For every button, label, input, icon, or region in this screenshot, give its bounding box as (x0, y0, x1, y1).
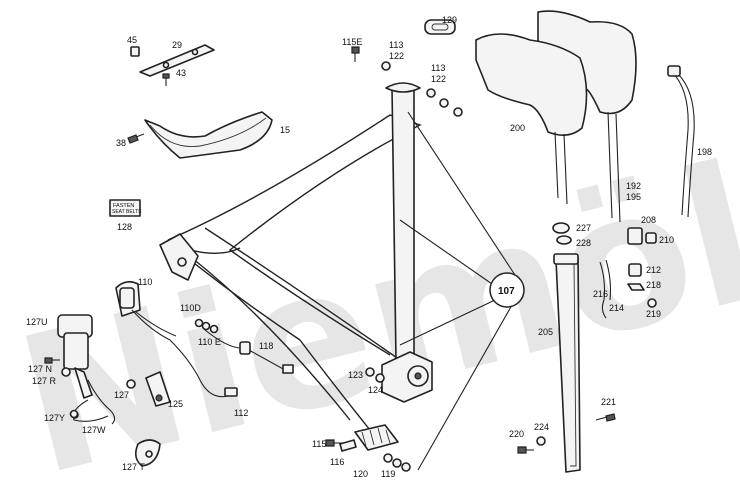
part-cover-129[interactable] (424, 19, 456, 35)
part-trim-cover[interactable] (144, 111, 273, 159)
part-screw-220[interactable] (517, 436, 546, 454)
label-115: 115 (312, 439, 326, 449)
part-screw-127n[interactable] (44, 357, 60, 364)
label-112: 112 (234, 408, 248, 418)
label-15: 15 (280, 125, 290, 135)
label-214: 214 (609, 303, 624, 313)
label-110d: 110D (180, 303, 201, 313)
part-washer-127r[interactable] (61, 367, 71, 377)
label-127w: 127W (82, 425, 106, 435)
label-127y: 127Y (44, 413, 65, 423)
part-screw-small[interactable] (162, 73, 170, 86)
label-118: 118 (259, 341, 273, 351)
label-38: 38 (116, 138, 126, 148)
part-spacer-116[interactable] (339, 439, 357, 452)
belt-retractor[interactable] (381, 351, 433, 403)
label-218: 218 (646, 280, 661, 290)
label-228: 228 (576, 238, 591, 248)
buckle-wiring-112[interactable] (199, 379, 238, 398)
trim-strip-205[interactable] (553, 253, 581, 473)
label-127r: 127 R (32, 376, 57, 386)
callout-107-text: 107 (498, 286, 515, 297)
label-221: 221 (601, 397, 616, 407)
plate-line-2: SEAT BELTS (112, 209, 142, 215)
label-224: 224 (534, 422, 549, 432)
part-nut-123[interactable] (365, 367, 385, 383)
buckle-110[interactable] (115, 280, 201, 381)
part-labels: 45 29 43 38 15 128 110 110D 110 E 118 12… (26, 15, 712, 479)
plate-line-1: FASTEN (113, 203, 134, 209)
label-227: 227 (576, 223, 591, 233)
label-129: 129 (442, 15, 457, 25)
label-198: 198 (697, 147, 712, 157)
label-220: 220 (509, 429, 524, 439)
warning-plate: FASTEN SEAT BELTS (109, 199, 142, 217)
belt-anchor-upper[interactable] (159, 233, 199, 281)
part-trim-strip[interactable] (139, 44, 215, 77)
label-122-top: 122 (389, 51, 404, 61)
part-clip-212[interactable] (627, 263, 645, 291)
part-cap-227[interactable] (552, 222, 572, 245)
label-29: 29 (172, 40, 182, 50)
label-120: 120 (353, 469, 368, 479)
label-127u: 127U (26, 317, 48, 327)
part-washer-219[interactable] (647, 298, 657, 308)
part-washers-119[interactable] (383, 453, 411, 472)
label-192: 192 (626, 181, 641, 191)
label-205: 205 (538, 327, 553, 337)
cover-127t[interactable] (134, 439, 161, 467)
headrest-guide-198[interactable] (667, 65, 695, 218)
wiring-118[interactable] (204, 329, 294, 374)
label-116: 116 (330, 457, 344, 467)
label-212: 212 (646, 265, 661, 275)
label-195: 195 (626, 192, 641, 202)
label-115e: 115E (342, 37, 362, 47)
label-43: 43 (176, 68, 186, 78)
label-125: 125 (168, 399, 183, 409)
part-127y[interactable] (69, 409, 79, 419)
label-208: 208 (641, 215, 656, 225)
part-spring-216[interactable] (599, 259, 612, 319)
headrest-front[interactable] (475, 33, 588, 205)
buckle-127u[interactable] (57, 314, 116, 425)
part-bolt-127[interactable] (126, 379, 136, 389)
part-screw-38[interactable] (127, 133, 145, 144)
label-45: 45 (127, 35, 137, 45)
label-219: 219 (646, 309, 661, 319)
callout-lines (399, 111, 516, 471)
part-anchor-125[interactable] (145, 371, 171, 407)
label-210: 210 (659, 235, 674, 245)
label-127: 127 (114, 390, 129, 400)
label-124: 124 (368, 385, 383, 395)
belt-lap-end[interactable] (354, 424, 399, 451)
part-clip-208[interactable] (627, 227, 657, 245)
label-113-top: 113 (389, 40, 403, 50)
label-200: 200 (510, 123, 525, 133)
part-clip[interactable] (130, 46, 140, 57)
label-128: 128 (117, 222, 132, 232)
callout-107: 107 (489, 272, 525, 308)
label-123: 123 (348, 370, 363, 380)
label-122-mid: 122 (431, 74, 446, 84)
label-127t: 127 T (122, 462, 145, 472)
label-216: 216 (593, 289, 608, 299)
part-screw-221[interactable] (595, 413, 616, 422)
part-washers-113[interactable] (381, 61, 463, 117)
label-113-mid: 113 (431, 63, 445, 73)
label-110e: 110 E (198, 337, 221, 347)
label-110: 110 (138, 277, 152, 287)
part-bolt-115e[interactable] (351, 46, 360, 62)
label-119: 119 (381, 469, 395, 479)
label-127n: 127 N (28, 364, 52, 374)
washers-110d[interactable] (194, 318, 219, 334)
